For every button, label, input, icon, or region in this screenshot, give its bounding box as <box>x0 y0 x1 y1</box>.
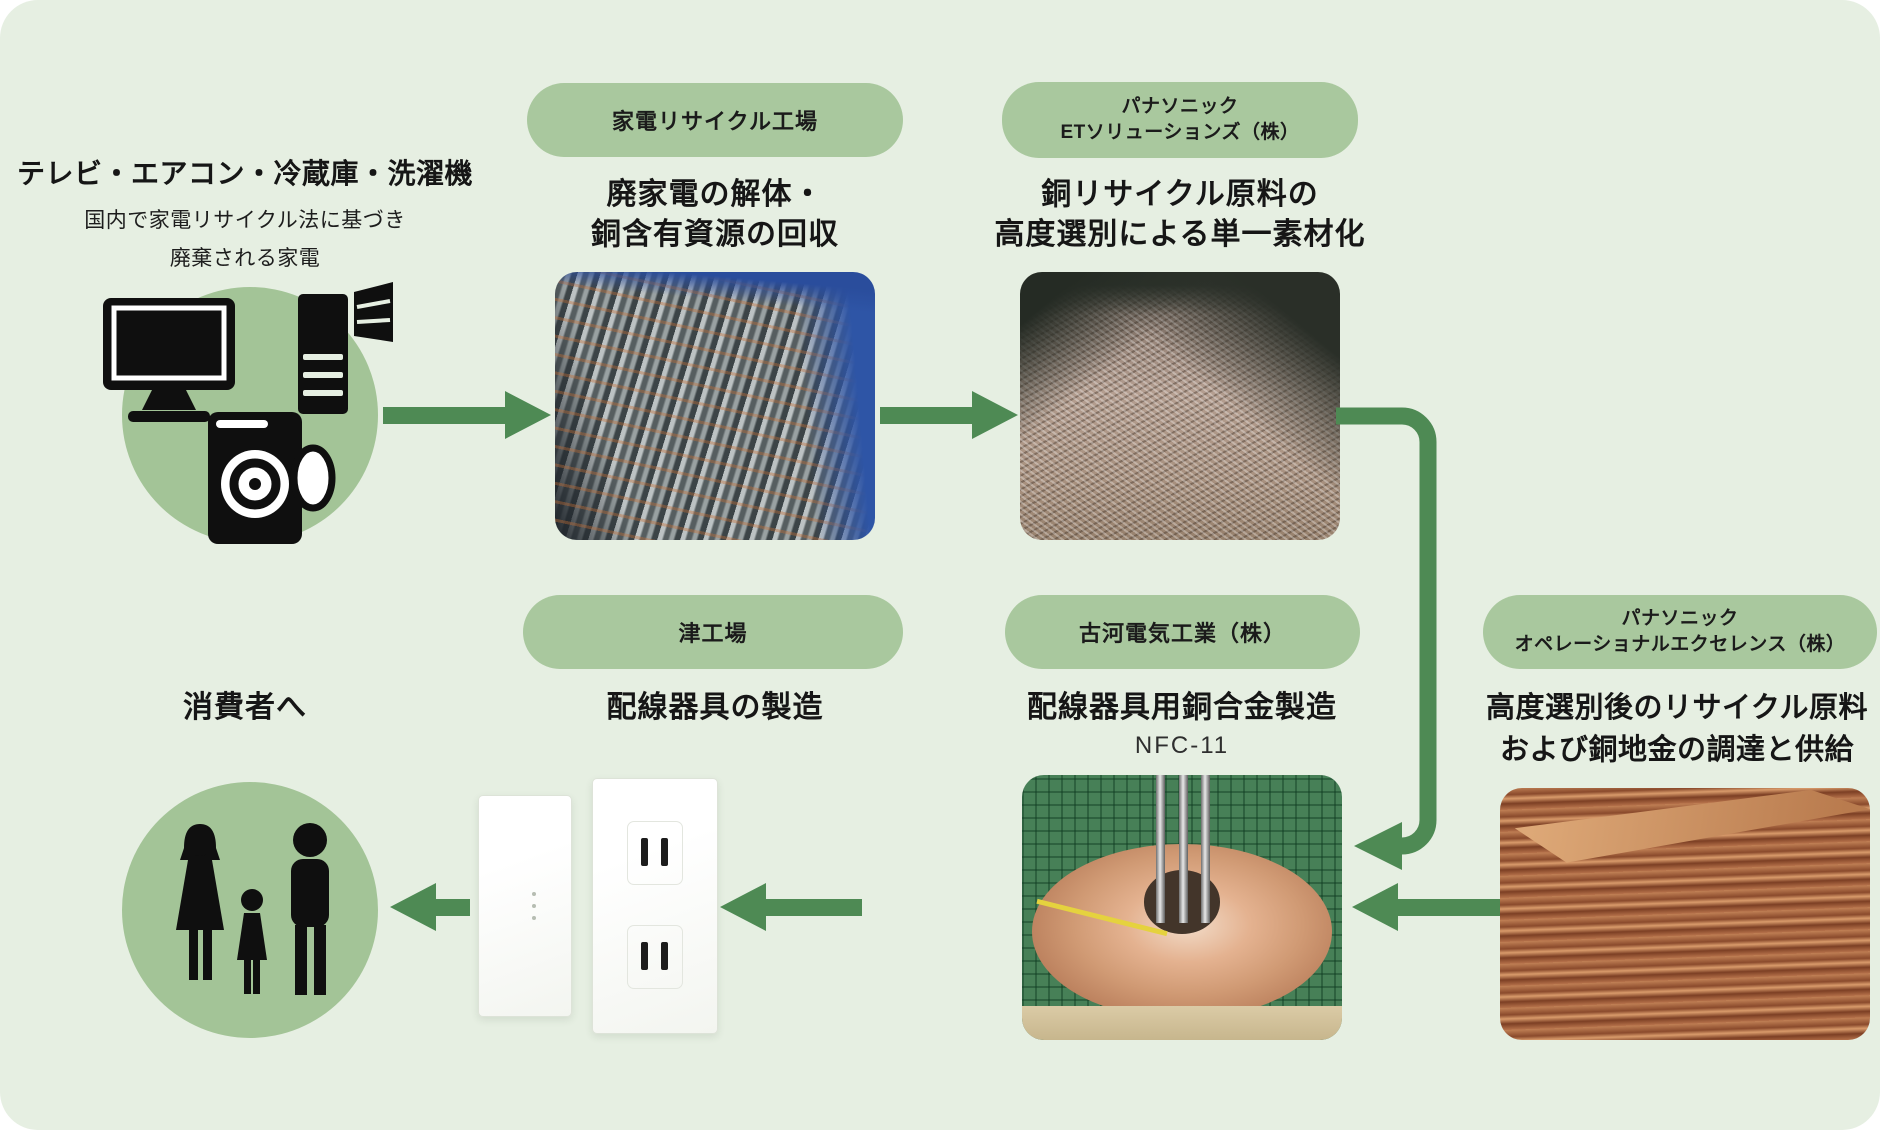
outlet-socket <box>627 821 683 885</box>
machine-rod <box>1178 775 1188 924</box>
switch-indicator-dot <box>532 892 537 896</box>
procurement-badge: パナソニック オペレーショナルエクセレンス（株） <box>1483 595 1877 669</box>
copper-coil-photo <box>1022 775 1342 1040</box>
switch-indicator-dot <box>532 904 537 908</box>
furukawa-badge-label: 古河電気工業（株） <box>1078 621 1286 646</box>
procurement-heading-line1: 高度選別後のリサイクル原料 <box>1485 692 1869 724</box>
procurement-badge-line1: パナソニック <box>1621 608 1739 629</box>
scrap-metal-photo <box>555 272 875 540</box>
tsu-factory-badge: 津工場 <box>523 595 903 669</box>
procurement-badge-line2: オペレーショナルエクセレンス（株） <box>1514 634 1846 655</box>
outlet-socket <box>627 925 683 989</box>
recycle-plant-badge: 家電リサイクル工場 <box>527 83 903 157</box>
et-solutions-badge: パナソニック ETソリューションズ（株） <box>1002 82 1358 158</box>
outlet-slot <box>661 838 668 866</box>
kraft-wrap <box>1022 1005 1342 1040</box>
outlet-slot <box>641 942 648 970</box>
et-solutions-heading-line1: 銅リサイクル原料の <box>1041 178 1319 211</box>
recycle-plant-badge-label: 家電リサイクル工場 <box>612 109 818 134</box>
et-solutions-badge-line2: ETソリューションズ（株） <box>1060 122 1300 143</box>
consumers-heading: 消費者へ <box>183 691 307 724</box>
alloy-subheading: NFC-11 <box>1134 732 1230 759</box>
furukawa-badge: 古河電気工業（株） <box>1005 595 1360 669</box>
washing-machine-icon <box>208 412 336 544</box>
alloy-heading: 配線器具用銅合金製造 <box>1027 691 1337 724</box>
copper-granules-photo <box>1020 272 1340 540</box>
outlet-slot <box>641 838 648 866</box>
intake-title: テレビ・エアコン・冷蔵庫・洗濯機 <box>16 158 473 189</box>
refrigerator-icon <box>298 282 393 414</box>
et-solutions-heading-line2: 高度選別による単一素材化 <box>994 218 1366 251</box>
tv-icon <box>103 298 235 422</box>
family-icon <box>176 823 329 995</box>
outlet-plate-photo <box>592 778 718 1034</box>
switch-plate-photo <box>478 795 572 1017</box>
copper-sheet-top-face <box>1514 789 1870 863</box>
tsu-factory-badge-label: 津工場 <box>678 621 748 646</box>
outlet-slot <box>661 942 668 970</box>
devices-heading: 配線器具の製造 <box>606 691 824 724</box>
switch-indicator-dot <box>532 916 537 920</box>
copper-sheets-photo <box>1500 788 1870 1040</box>
machine-rod <box>1201 775 1211 924</box>
intake-subtitle-line1: 国内で家電リサイクル法に基づき <box>84 209 406 232</box>
machine-rod <box>1156 775 1166 924</box>
procurement-heading-line2: および銅地金の調達と供給 <box>1499 734 1854 766</box>
intake-subtitle-line2: 廃棄される家電 <box>169 247 321 270</box>
recycle-plant-heading-line1: 廃家電の解体・ <box>606 178 824 211</box>
recycle-plant-heading-line2: 銅含有資源の回収 <box>591 218 839 251</box>
et-solutions-badge-line1: パナソニック <box>1121 96 1239 117</box>
